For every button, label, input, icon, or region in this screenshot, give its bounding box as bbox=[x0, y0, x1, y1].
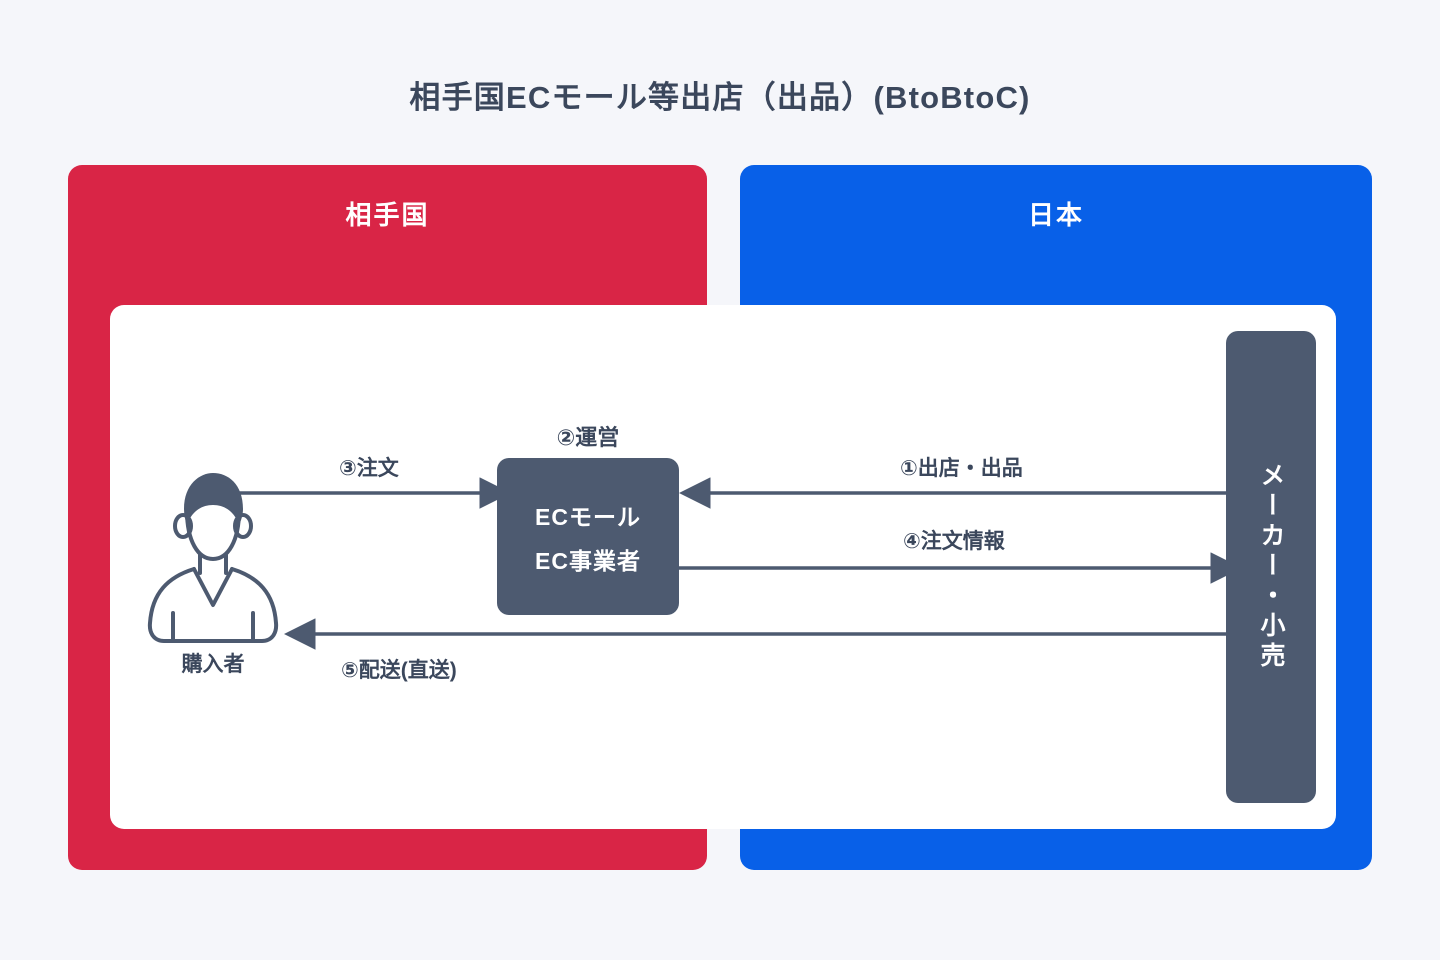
ec-operator-line2: EC事業者 bbox=[535, 547, 641, 574]
panel-partner-country-label: 相手国 bbox=[345, 200, 430, 230]
flow-label-order-info: ④注文情報 bbox=[903, 530, 1005, 553]
page-title: 相手国ECモール等出店（出品）(BtoBtoC) bbox=[409, 80, 1031, 115]
flow-label-delivery: ⑤配送(直送) bbox=[341, 659, 457, 682]
buyer-label: 購入者 bbox=[181, 653, 245, 676]
maker-retailer-label: メーカー・小売 bbox=[1257, 462, 1285, 672]
inner-white-card bbox=[110, 305, 1336, 829]
node-maker-retailer: メーカー・小売 bbox=[1226, 331, 1316, 803]
flow-label-listing: ①出店・出品 bbox=[900, 457, 1023, 480]
panel-japan-label: 日本 bbox=[1027, 200, 1084, 230]
person-icon bbox=[147, 473, 279, 643]
ec-operator-line1: ECモール bbox=[535, 503, 641, 530]
node-ec-operator: ECモール EC事業者 bbox=[497, 458, 679, 615]
actor-buyer: 購入者 bbox=[136, 463, 290, 688]
ec-operator-caption: ②運営 bbox=[556, 425, 620, 450]
flow-label-order: ③注文 bbox=[339, 457, 399, 480]
